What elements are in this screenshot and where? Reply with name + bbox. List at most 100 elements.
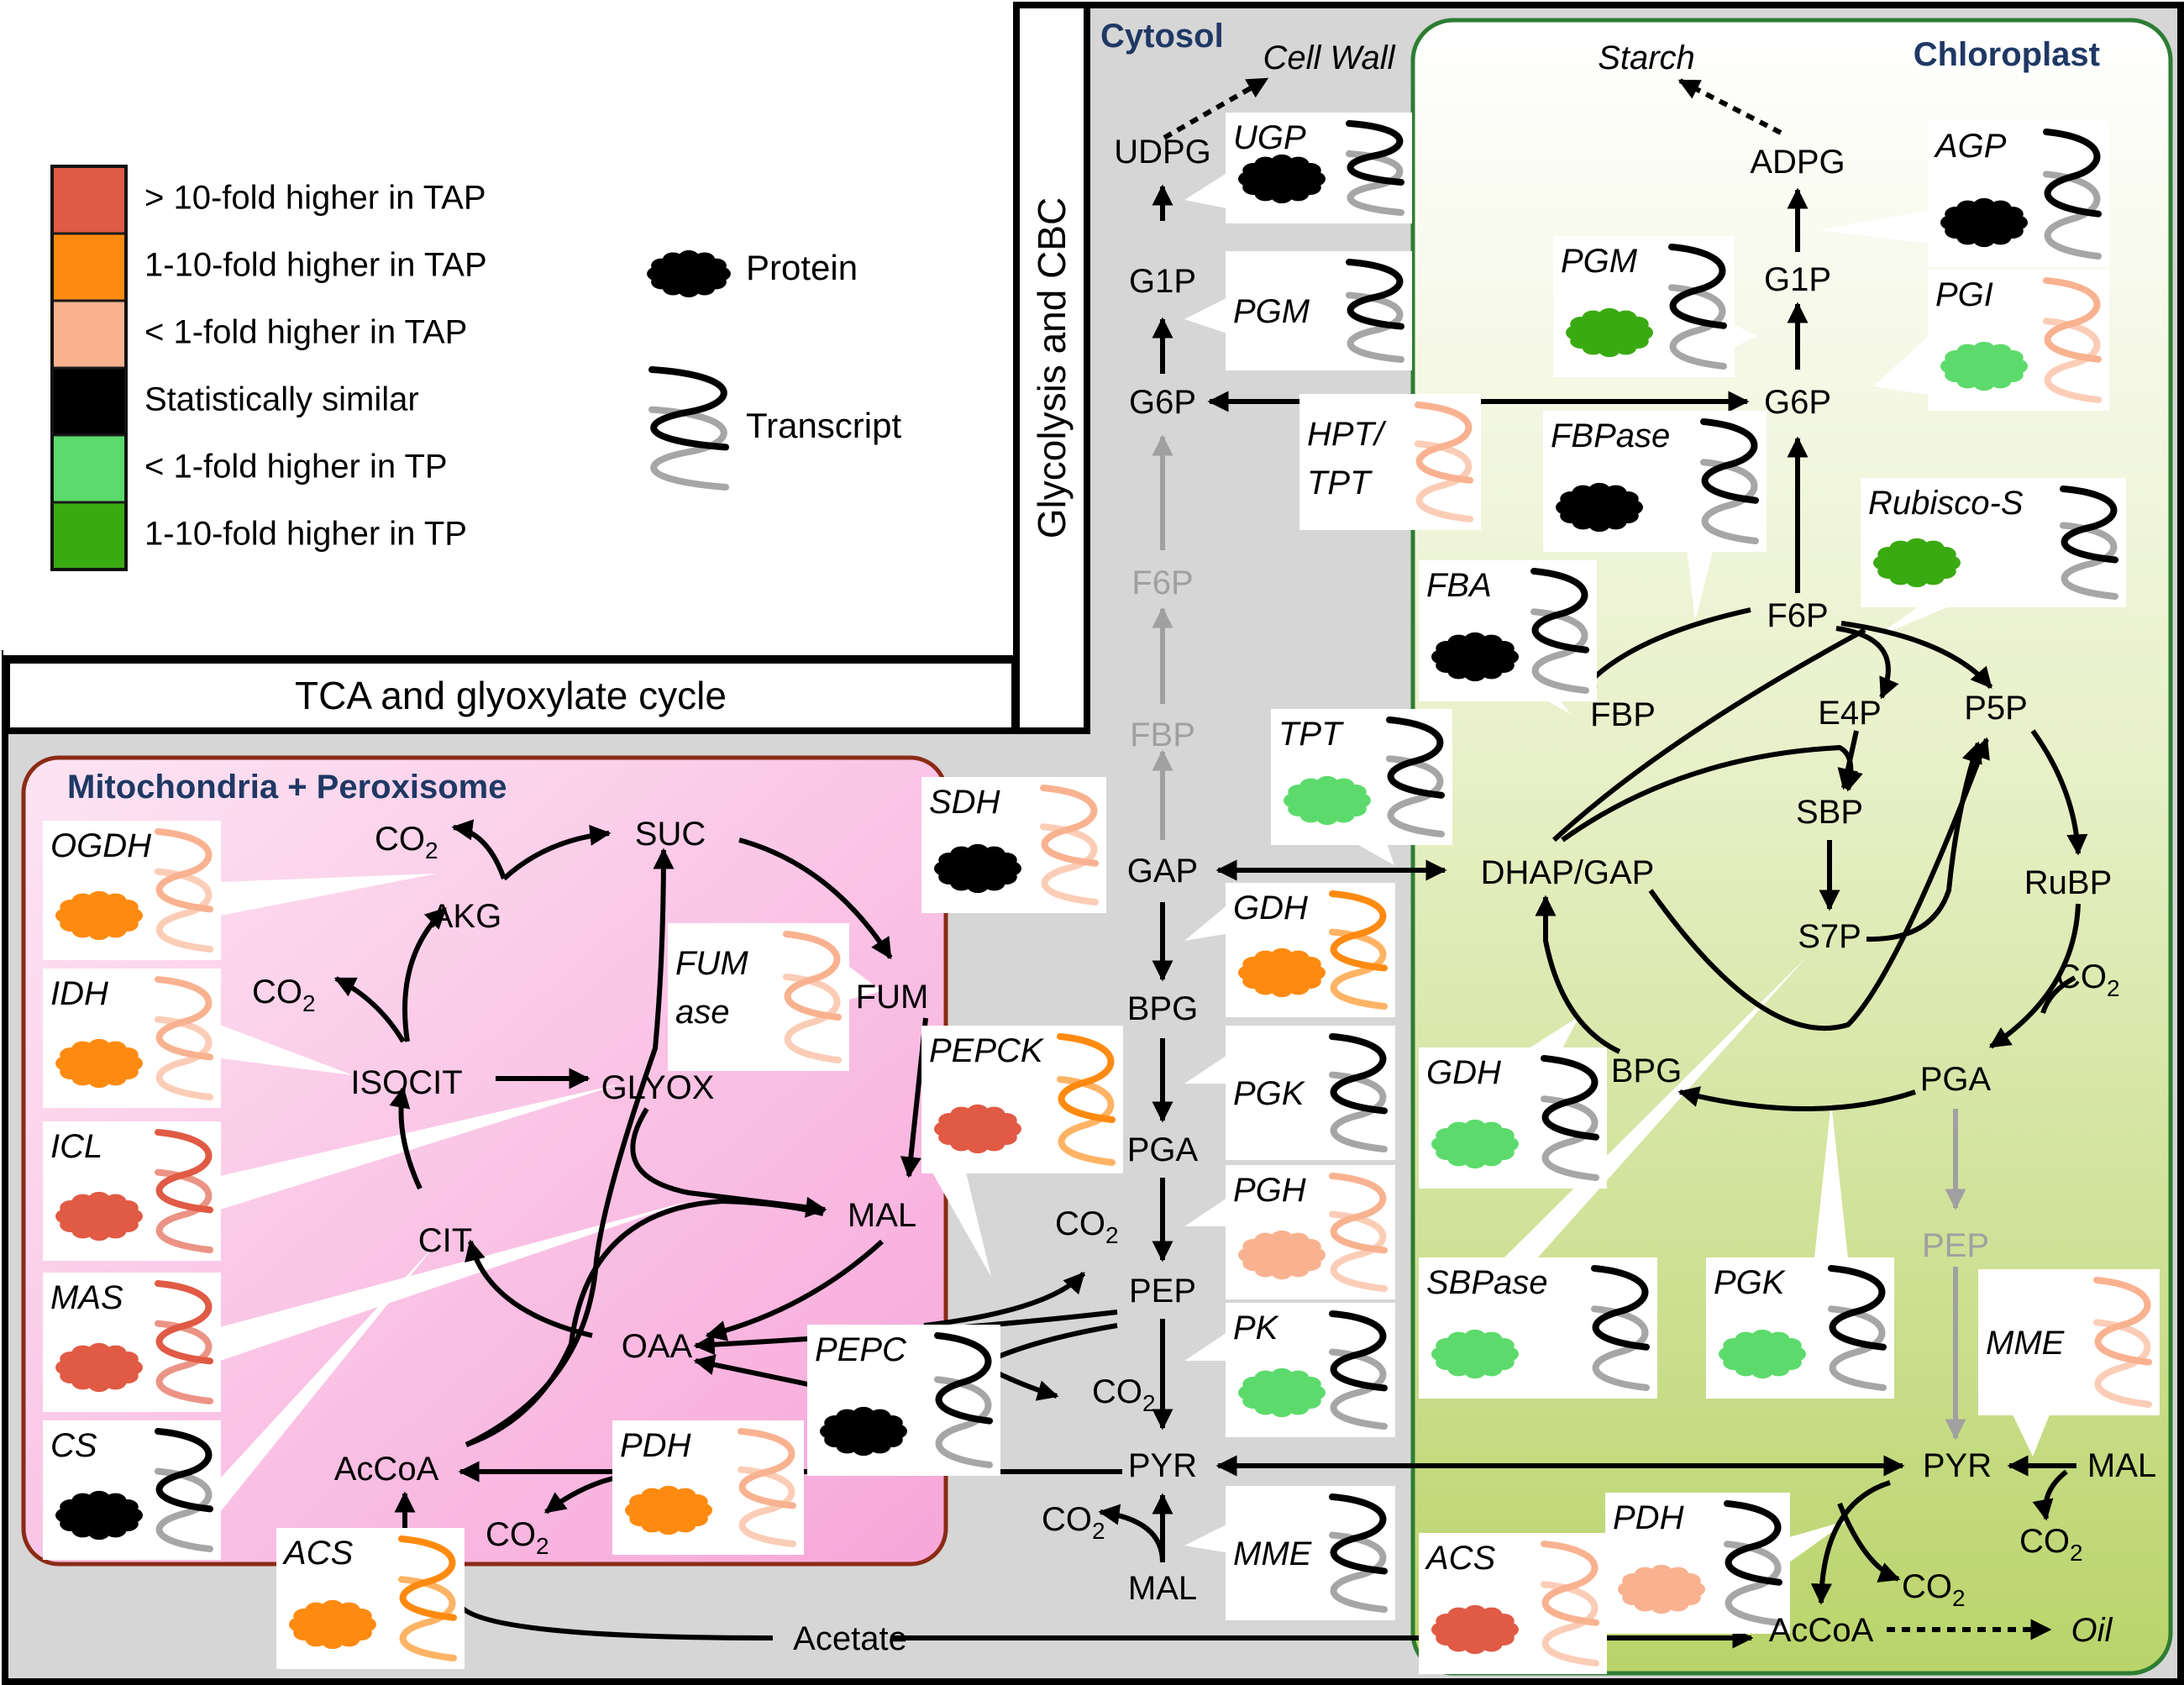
- protein-icon: [820, 1406, 907, 1457]
- enzyme-label-idh: IDH: [50, 975, 108, 1012]
- protein-icon: [55, 1038, 143, 1089]
- p5p-label: P5P: [1964, 690, 2028, 727]
- gap-cyt-label: GAP: [1127, 853, 1198, 890]
- enzyme-label-ogdh: OGDH: [50, 827, 151, 864]
- transcript-icon: [2043, 129, 2102, 260]
- transcript-icon: [1591, 1265, 1650, 1391]
- co2-label: CO2: [1055, 1205, 1119, 1248]
- enzyme-pdh_mito: PDH: [612, 1420, 804, 1555]
- protein-icon: [1431, 1604, 1519, 1655]
- fum-label: FUM: [856, 979, 929, 1016]
- enzyme-rubisco: Rubisco-S: [1861, 478, 2126, 607]
- legend-swatch-1: [50, 232, 128, 302]
- transcript-icon: [1346, 120, 1404, 216]
- enzyme-pepck: PEPCK: [921, 1026, 1123, 1173]
- enzyme-label-pepck: PEPCK: [929, 1032, 1045, 1069]
- transcript-icon: [1828, 1265, 1887, 1391]
- protein-icon: [1556, 482, 1643, 533]
- enzyme-acs_mito: ACS: [276, 1528, 465, 1669]
- transcript-icon: [1541, 1055, 1599, 1181]
- legend-label-5: 1-10-fold higher in TP: [144, 516, 467, 553]
- akg-label: AKG: [431, 898, 501, 935]
- enzyme-acs_chl: ACS: [1419, 1533, 1607, 1674]
- adpg-label: ADPG: [1750, 144, 1845, 181]
- transcript-icon: [1329, 1173, 1388, 1292]
- protein-icon: [1431, 1329, 1519, 1379]
- acoa-mito-label: AcCoA: [334, 1451, 439, 1488]
- enzyme-sdh: SDH: [921, 777, 1106, 913]
- cytosol-title: Cytosol: [1100, 18, 1224, 55]
- protein-icon: [1618, 1564, 1705, 1614]
- transcript-icon: [1530, 568, 1589, 694]
- protein-icon: [55, 1490, 143, 1541]
- transcript-icon: [155, 1280, 213, 1404]
- cell-wall-label: Cell Wall: [1263, 39, 1395, 76]
- transcript-icon: [155, 828, 213, 953]
- protein-icon: [1238, 947, 1326, 998]
- f6p-chl-label: F6P: [1767, 597, 1828, 634]
- transcript-icon: [155, 976, 213, 1100]
- enzyme-label-fumase: FUM: [675, 945, 748, 982]
- udpg-label: UDPG: [1114, 134, 1211, 171]
- enzyme-mas: MAS: [43, 1273, 221, 1412]
- enzyme-label-tpt: TPT: [1278, 716, 1344, 753]
- glycolysis-cbc-label: Glycolysis and CBC: [1030, 197, 1074, 538]
- co2-label: CO2: [1902, 1568, 1966, 1611]
- co2-label: CO2: [1042, 1501, 1105, 1544]
- enzyme-idh: IDH: [43, 968, 221, 1108]
- acetate-label: Acetate: [793, 1620, 907, 1657]
- enzyme-hpt: HPT/TPT: [1299, 394, 1481, 530]
- protein-icon: [1238, 1367, 1326, 1418]
- fbp-chl-label: FBP: [1590, 696, 1656, 733]
- pga-chl-label: PGA: [1920, 1061, 1992, 1098]
- enzyme-label-pgk_cyt: PGK: [1233, 1075, 1306, 1112]
- legend-label-1: 1-10-fold higher in TAP: [144, 247, 487, 284]
- protein-icon: [55, 890, 143, 941]
- legend-protein-icon: [647, 249, 731, 298]
- protein-icon: [1719, 1329, 1806, 1379]
- pep-cyt-label: PEP: [1129, 1273, 1196, 1310]
- chloroplast-title: Chloroplast: [1914, 36, 2100, 73]
- enzyme-label-ugp: UGP: [1233, 119, 1306, 156]
- enzyme-label-acs_chl: ACS: [1425, 1540, 1496, 1577]
- enzyme-pk: PK: [1226, 1303, 1395, 1437]
- legend-protein-blob: [647, 249, 731, 298]
- protein-icon: [1940, 197, 2028, 248]
- rubp-label: RuBP: [2024, 864, 2113, 901]
- enzyme-label-pdh_mito: PDH: [620, 1427, 691, 1464]
- enzyme-fumase: FUM ase: [668, 923, 849, 1071]
- enzyme-ugp: UGP: [1226, 113, 1412, 223]
- enzyme-boxes: UGPPGMHPT/TPTTPTGDHPGKPGHPKMMEAGPPGMPGIF…: [43, 113, 2160, 1674]
- enzyme-pgk_cyt: PGK: [1226, 1026, 1395, 1160]
- legend-transcript-label: Transcript: [746, 406, 901, 445]
- enzyme-label-pgm_chl: PGM: [1561, 243, 1638, 280]
- protein-icon: [55, 1191, 143, 1241]
- enzyme-label-mme_chl: MME: [1986, 1325, 2066, 1362]
- transcript-icon: [934, 1332, 993, 1468]
- legend-swatch-4: [50, 433, 128, 504]
- pathway-arrows: [333, 76, 2088, 1649]
- enzyme-label-rubisco: Rubisco-S: [1868, 485, 2024, 522]
- enzyme-label-fba: FBA: [1426, 567, 1492, 604]
- enzyme-label2-fumase: ase: [675, 994, 730, 1031]
- co2-label: CO2: [486, 1516, 549, 1559]
- enzyme-fbpase: FBPase: [1543, 411, 1767, 552]
- protein-icon: [1238, 154, 1326, 204]
- enzyme-mme_chl: MME: [1978, 1269, 2160, 1415]
- enzyme-label-gdh_chl: GDH: [1426, 1054, 1501, 1091]
- legend-swatch-2: [50, 299, 128, 370]
- transcript-icon: [1346, 259, 1404, 363]
- g1p-chl-label: G1P: [1764, 261, 1831, 298]
- transcript-icon: [2093, 1277, 2152, 1408]
- legend-swatch-0: [50, 165, 128, 235]
- legend-label-3: Statistically similar: [144, 381, 419, 418]
- enzyme-label-hpt: HPT/: [1307, 416, 1387, 453]
- protein-icon: [1238, 1230, 1326, 1280]
- mal-mito-label: MAL: [848, 1197, 916, 1234]
- protein-icon: [1873, 538, 1961, 588]
- co2-label: CO2: [375, 821, 438, 863]
- transcript-icon: [1329, 890, 1388, 1010]
- enzyme-label-gdh_cyt: GDH: [1233, 890, 1308, 926]
- pep-chl-label: PEP: [1922, 1227, 1989, 1264]
